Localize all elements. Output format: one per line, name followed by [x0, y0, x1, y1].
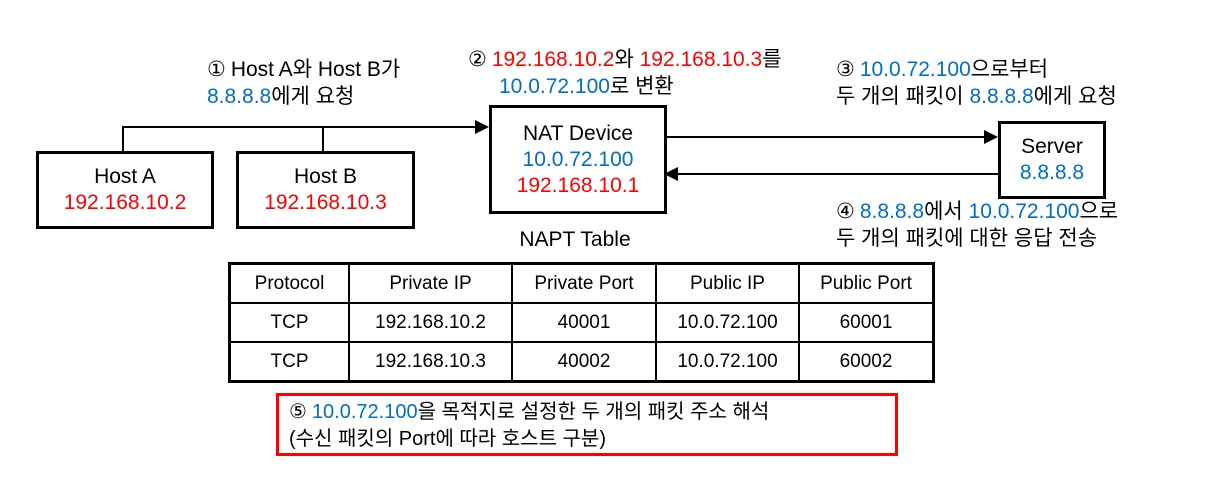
circled-2-marker: ② — [468, 48, 487, 71]
cell-public-port: 60002 — [798, 341, 935, 383]
annotation-4-line-2: 두 개의 패킷에 대한 응답 전송 — [836, 225, 1118, 252]
cell-protocol: TCP — [228, 341, 350, 383]
circled-5-marker: ⑤ — [289, 401, 307, 423]
host-b-title: Host B — [293, 165, 358, 188]
napt-table: Protocol Private IP Private Port Public … — [228, 262, 935, 383]
server-ip-text: 8.8.8.8 — [969, 85, 1034, 108]
host-a-ip-text: 192.168.10.2 — [491, 48, 615, 71]
annotation-2-text-2: 를 — [762, 48, 782, 71]
server-to-nat-line — [678, 173, 998, 175]
host-b-box: Host B 192.168.10.3 — [236, 151, 415, 229]
arrowhead-into-nat-icon — [475, 120, 489, 134]
server-title: Server — [1021, 135, 1083, 158]
hosts-to-nat-line — [122, 126, 477, 128]
annotation-4-text: 에서 — [924, 200, 969, 223]
cell-public-ip: 10.0.72.100 — [655, 341, 800, 383]
host-a-ip: 192.168.10.2 — [63, 191, 187, 214]
host-b-connector-line — [322, 126, 324, 152]
cell-public-ip: 10.0.72.100 — [655, 302, 800, 343]
annotation-3-text-2: 두 개의 패킷이 — [836, 85, 970, 108]
circled-1-marker: ① — [207, 58, 226, 81]
nat-public-ip-text: 10.0.72.100 — [859, 58, 971, 81]
nat-public-ip: 10.0.72.100 — [522, 147, 634, 171]
annotation-4-text-3: 두 개의 패킷에 대한 응답 전송 — [836, 227, 1098, 250]
annotation-2-line-2: 10.0.72.100로 변환 — [468, 73, 782, 100]
nat-to-server-line — [664, 136, 985, 138]
host-a-title: Host A — [94, 165, 156, 188]
cell-public-port: 60001 — [798, 302, 935, 343]
annotation-5-text-2: (수신 패킷의 Port에 따라 호스트 구분) — [289, 428, 606, 450]
circled-4-marker: ④ — [836, 200, 855, 223]
host-b-ip-text: 192.168.10.3 — [639, 48, 763, 71]
nat-public-ip-text: 10.0.72.100 — [311, 401, 418, 423]
server-ip-text: 8.8.8.8 — [207, 85, 272, 108]
col-header-protocol: Protocol — [228, 262, 350, 304]
napt-table-title: NAPT Table — [519, 228, 631, 251]
nat-public-ip-text: 10.0.72.100 — [499, 75, 610, 98]
annotation-3-line-2: 두 개의 패킷이 8.8.8.8에게 요청 — [836, 83, 1117, 110]
table-row: TCP 192.168.10.2 40001 10.0.72.100 60001 — [228, 302, 935, 343]
server-ip: 8.8.8.8 — [1019, 161, 1085, 184]
nat-public-ip-text: 10.0.72.100 — [968, 200, 1080, 223]
cell-private-ip: 192.168.10.2 — [348, 302, 513, 343]
cell-protocol: TCP — [228, 302, 350, 343]
col-header-public-ip: Public IP — [655, 262, 800, 304]
host-a-box: Host A 192.168.10.2 — [36, 151, 214, 229]
col-header-private-ip: Private IP — [348, 262, 513, 304]
annotation-2-text-3: 로 변환 — [609, 75, 674, 98]
annotation-5-text: 을 목적지로 설정한 두 개의 패킷 주소 해석 — [417, 401, 770, 423]
cell-private-port: 40002 — [511, 341, 657, 383]
arrowhead-into-server-icon — [984, 130, 998, 144]
cell-private-ip: 192.168.10.3 — [348, 341, 513, 383]
host-b-ip: 192.168.10.3 — [264, 191, 387, 214]
napt-table-header-row: Protocol Private IP Private Port Public … — [228, 262, 935, 304]
arrowhead-return-to-nat-icon — [664, 167, 678, 181]
annotation-5-line-2: (수신 패킷의 Port에 따라 호스트 구분) — [289, 426, 895, 453]
annotation-1-text-2: 에게 요청 — [271, 85, 355, 108]
nat-device-title: NAT Device — [522, 121, 634, 145]
annotation-4-text-2: 으로 — [1079, 200, 1119, 223]
annotation-2-text: 와 — [614, 48, 640, 71]
col-header-public-port: Public Port — [798, 262, 935, 304]
host-a-connector-line — [122, 126, 124, 152]
annotation-3-text: 으로부터 — [970, 58, 1049, 81]
col-header-private-port: Private Port — [511, 262, 657, 304]
nat-device-box: NAT Device 10.0.72.100 192.168.10.1 — [489, 105, 667, 214]
circled-3-marker: ③ — [836, 58, 855, 81]
cell-private-port: 40001 — [511, 302, 657, 343]
server-box: Server 8.8.8.8 — [998, 121, 1106, 199]
annotation-1-text: Host A와 Host B가 — [230, 58, 401, 81]
annotation-1-line-2: 8.8.8.8에게 요청 — [207, 83, 400, 110]
annotation-3-text-3: 에게 요청 — [1033, 85, 1117, 108]
table-row: TCP 192.168.10.3 40002 10.0.72.100 60002 — [228, 341, 935, 383]
nat-private-ip: 192.168.10.1 — [516, 173, 640, 197]
server-ip-text: 8.8.8.8 — [859, 200, 925, 223]
